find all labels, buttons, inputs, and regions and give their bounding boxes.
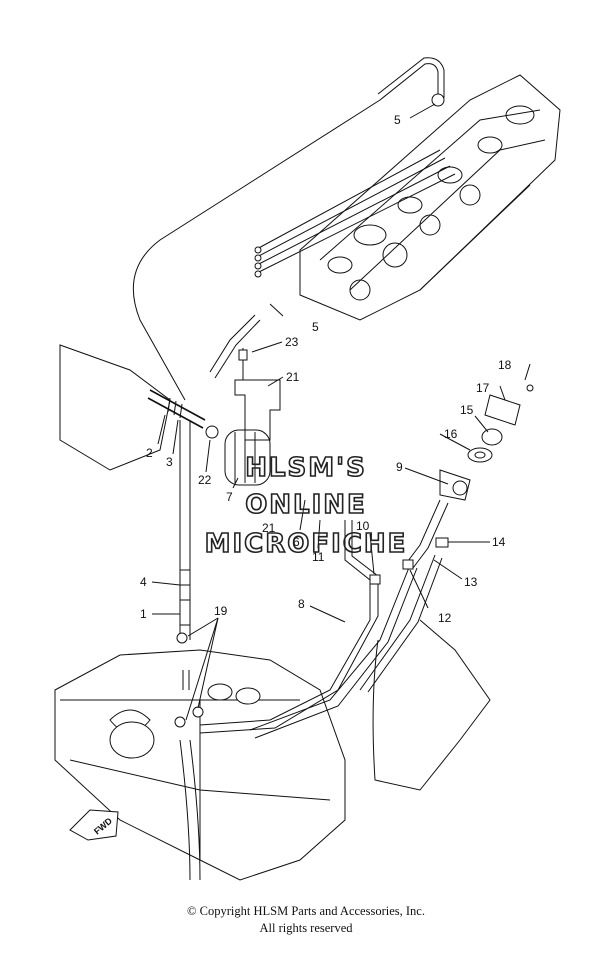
- callout-labels: 5 5 23 21 18 17 15 16 9 2 3 22 7 21 6 11…: [140, 113, 512, 625]
- callout-14: 14: [492, 535, 506, 549]
- callout-21: 21: [286, 370, 300, 384]
- callout-1: 1: [140, 607, 147, 621]
- watermark-line-2: ONLINE: [245, 490, 367, 520]
- watermark-line-1: HLSM'S: [245, 453, 367, 483]
- callout-22: 22: [198, 473, 212, 487]
- vent-hose: [179, 420, 191, 640]
- throttle-cables: [254, 149, 456, 278]
- callout-19: 19: [214, 604, 228, 618]
- callout-4: 4: [140, 575, 147, 589]
- callout-13: 13: [464, 575, 478, 589]
- watermark: HLSM'S ONLINE MICROFICHE: [204, 452, 408, 560]
- callout-7: 7: [226, 490, 233, 504]
- callout-15: 15: [460, 403, 474, 417]
- callout-9: 8: [298, 597, 305, 611]
- callout-17: 17: [476, 381, 490, 395]
- callout-3: 3: [166, 455, 173, 469]
- forward-arrow: FWD: [69, 809, 119, 841]
- callout-5-mid: 5: [312, 320, 319, 334]
- callout-23: 23: [285, 335, 299, 349]
- callout-11: 11: [312, 550, 325, 564]
- callout-8: 9: [396, 460, 403, 474]
- return-hose: [132, 57, 445, 401]
- fuel-hoses: [199, 499, 491, 791]
- callout-5-top: 5: [394, 113, 401, 127]
- fuel-tank: [54, 632, 346, 881]
- engine-block: [299, 74, 561, 321]
- fuel-filter-assembly: [205, 348, 281, 486]
- watermark-line-3: MICROFICHE: [205, 529, 408, 559]
- copyright-notice: © Copyright HLSM Parts and Accessories, …: [187, 904, 425, 918]
- rights-notice: All rights reserved: [259, 921, 353, 935]
- callout-16: 16: [444, 427, 458, 441]
- breather-pipe: [59, 344, 206, 471]
- callout-12: 12: [438, 611, 452, 625]
- leader-lines: [151, 103, 531, 721]
- callout-6: 6: [293, 535, 300, 549]
- callout-18: 18: [498, 358, 512, 372]
- fuel-cock-assembly: [435, 384, 534, 548]
- callout-20: 21: [262, 521, 276, 535]
- callout-10: 10: [356, 519, 370, 533]
- callout-2: 2: [146, 446, 153, 460]
